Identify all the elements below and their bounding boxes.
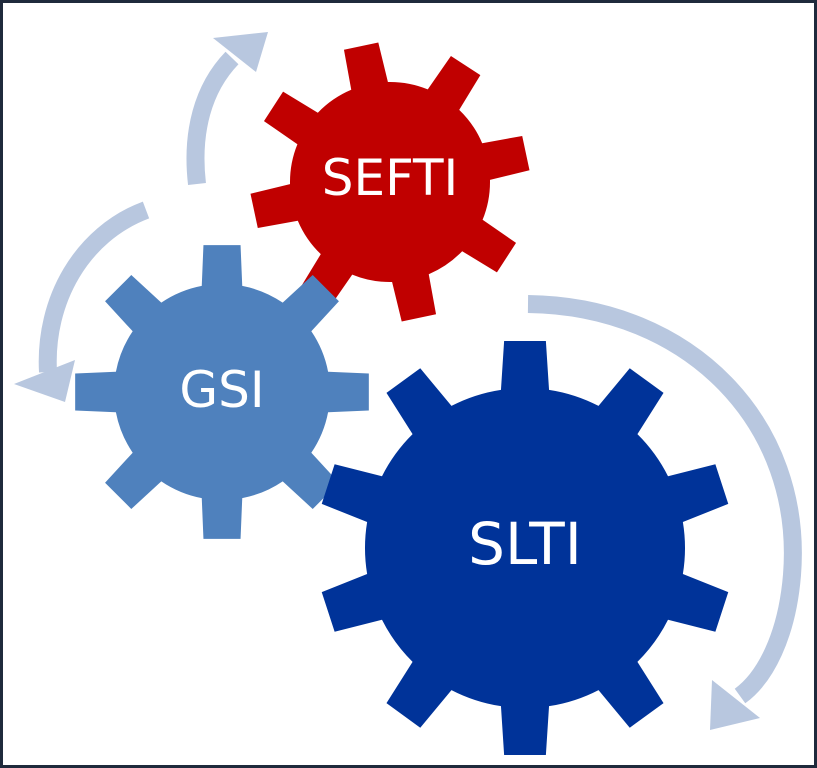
arrow-top-left-icon: [186, 32, 268, 186]
cycle-arrows: [14, 32, 802, 730]
gear-slti-icon: [321, 341, 729, 755]
arrow-left-icon: [14, 201, 150, 402]
arrow-right-icon: [527, 295, 802, 730]
gear-gsi: GSI: [75, 245, 369, 539]
gear-gsi-icon: [75, 245, 369, 539]
gear-sefti-icon: [250, 42, 530, 322]
gear-sefti: SEFTI: [250, 42, 530, 322]
gear-slti: SLTI: [321, 341, 729, 755]
gear-slti-label: SLTI: [468, 510, 582, 578]
gear-gsi-label: GSI: [179, 361, 264, 419]
gear-sefti-label: SEFTI: [322, 149, 459, 207]
